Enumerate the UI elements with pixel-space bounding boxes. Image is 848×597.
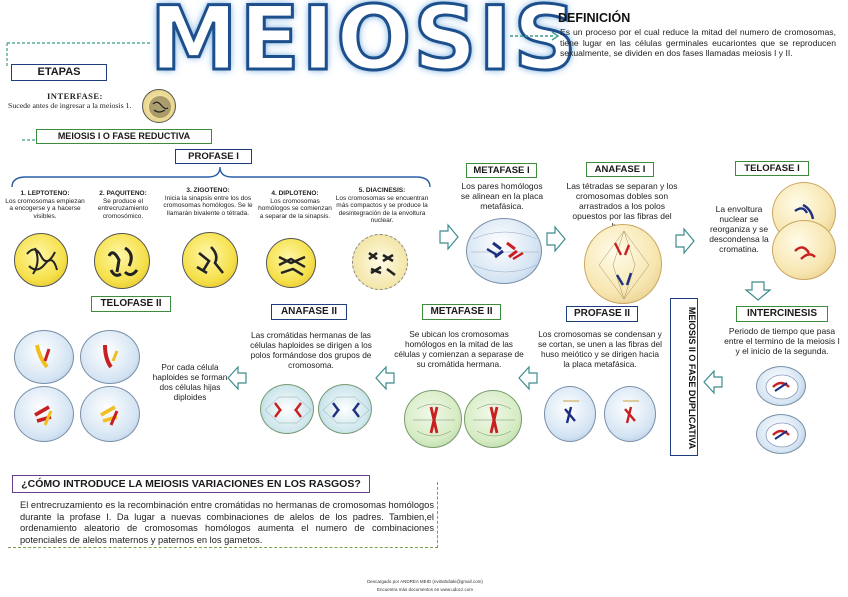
paquiteno-desc: 2. PAQUITENO: Se produce el entrecruzami… — [88, 190, 158, 220]
diacinesis-desc: 5. DIACINESIS: Los cromosomas se encuent… — [334, 187, 430, 225]
profase2-text: Los cromosomas se condensan y se cortan,… — [537, 329, 663, 369]
arrow-to-intercinesis — [744, 281, 772, 301]
metafase1-cell — [466, 218, 542, 284]
leptoteno-cell — [14, 233, 68, 287]
metafase2-cell-right — [464, 390, 522, 448]
definition-arrow — [510, 31, 560, 41]
etapas-label: ETAPAS — [11, 64, 107, 81]
diacinesis-cell — [352, 234, 408, 290]
telofase1-label: TELOFASE I — [735, 161, 809, 176]
meiosis2-label: MEIOSIS II O FASE DUPLICATIVA — [687, 306, 697, 450]
telofase2-cell-1 — [14, 330, 74, 384]
diploteno-cell — [266, 238, 316, 288]
profase2-label: PROFASE II — [566, 306, 638, 322]
diploteno-text: Los cromosomas homólogos se comienzan a … — [258, 197, 332, 220]
telofase2-cell-4 — [80, 386, 140, 442]
meiosis1-label: MEIOSIS I O FASE REDUCTIVA — [36, 129, 212, 144]
metafase2-cell-left — [404, 390, 462, 448]
arrow-to-anafase2 — [375, 365, 395, 391]
intercinesis-cell-bottom — [756, 414, 806, 454]
metafase1-text: Los pares homólogos se alinean en la pla… — [460, 181, 544, 211]
paquiteno-text: Se produce el entrecruzamiento cromosómi… — [97, 197, 149, 220]
arrow-to-meiosis2 — [703, 369, 723, 395]
etapas-connector — [6, 42, 150, 66]
profase2-cell-right — [604, 386, 656, 442]
leptoteno-text: Los cromosomas empiezan a encogerse y a … — [5, 197, 85, 220]
zigoteno-desc: 3. ZIGOTENO: Inicia la sinapsis entre lo… — [160, 187, 256, 217]
diacinesis-text: Los cromosomas se encuentran más compact… — [335, 194, 429, 225]
leptoteno-title: 1. LEPTOTENO: — [20, 190, 70, 197]
footer-line2: Encuentra más documentos en www.udocz.co… — [376, 587, 474, 592]
diploteno-desc: 4. DIPLOTENO: Los cromosomas homólogos s… — [258, 190, 332, 220]
meiosis1-connector — [22, 139, 37, 141]
metafase2-text: Se ubican los cromosomas homólogos en la… — [394, 329, 524, 369]
zigoteno-text: Inicia la sinapsis entre los dos cromoso… — [163, 194, 253, 217]
telofase2-text: Por cada célula haploides se forman dos … — [152, 362, 228, 402]
paquiteno-cell — [94, 233, 150, 289]
arrow-to-telofase1 — [675, 227, 695, 255]
metafase2-label: METAFASE II — [422, 304, 501, 320]
telofase1-text: La envoltura nuclear se reorganiza y se … — [709, 204, 769, 254]
telofase1-cell-bottom — [772, 220, 836, 280]
diacinesis-title: 5. DIACINESIS: — [358, 187, 406, 194]
meiosis2-box: MEIOSIS II O FASE DUPLICATIVA — [670, 298, 698, 456]
definition-heading: DEFINICIÓN — [558, 11, 631, 25]
anafase1-label: ANAFASE I — [586, 162, 654, 177]
zigoteno-cell — [182, 232, 238, 288]
anafase2-label: ANAFASE II — [271, 304, 347, 320]
interfase-text: Sucede antes de ingresar a la meiosis 1. — [8, 101, 132, 110]
diploteno-title: 4. DIPLOTENO: — [271, 190, 319, 197]
telofase2-cell-3 — [14, 386, 74, 442]
question-box — [8, 482, 438, 548]
arrow-to-anafase1 — [546, 225, 566, 253]
profase1-label: PROFASE I — [175, 149, 252, 164]
telofase2-label: TELOFASE II — [91, 296, 171, 312]
profase1-bracket — [11, 166, 431, 188]
leptoteno-desc: 1. LEPTOTENO: Los cromosomas empiezan a … — [5, 190, 85, 220]
intercinesis-text: Periodo de tiempo que pasa entre el term… — [724, 326, 840, 356]
anafase2-cell-left — [260, 384, 314, 434]
definition-text: Es un proceso por el cual reduce la mita… — [560, 27, 836, 59]
intercinesis-label: INTERCINESIS — [736, 306, 828, 322]
anafase2-text: Las cromátidas hermanas de las células h… — [250, 330, 372, 370]
zigoteno-title: 3. ZIGOTENO: — [186, 187, 230, 194]
question-text: El entrecruzamiento es la recombinación … — [20, 500, 434, 545]
footer-line1: Descargado por ANDREA MEID (nvi0a0diaki@… — [367, 579, 483, 584]
profase2-cell-left — [544, 386, 596, 442]
intercinesis-cell-top — [756, 366, 806, 406]
interfase-title: INTERFASE: — [47, 91, 103, 101]
anafase1-cell — [584, 224, 662, 304]
arrow-to-metafase1 — [439, 223, 459, 251]
telofase2-cell-2 — [80, 330, 140, 384]
page-title: MEIOSIS — [149, 0, 579, 90]
paquiteno-title: 2. PAQUITENO: — [99, 190, 147, 197]
anafase2-cell-right — [318, 384, 372, 434]
arrow-to-metafase2 — [518, 365, 538, 391]
question-title: ¿CÓMO INTRODUCE LA MEIOSIS VARIACIONES E… — [12, 475, 370, 493]
arrow-to-telofase2 — [227, 365, 247, 391]
interfase-cell — [142, 89, 176, 123]
metafase1-label: METAFASE I — [466, 163, 537, 178]
